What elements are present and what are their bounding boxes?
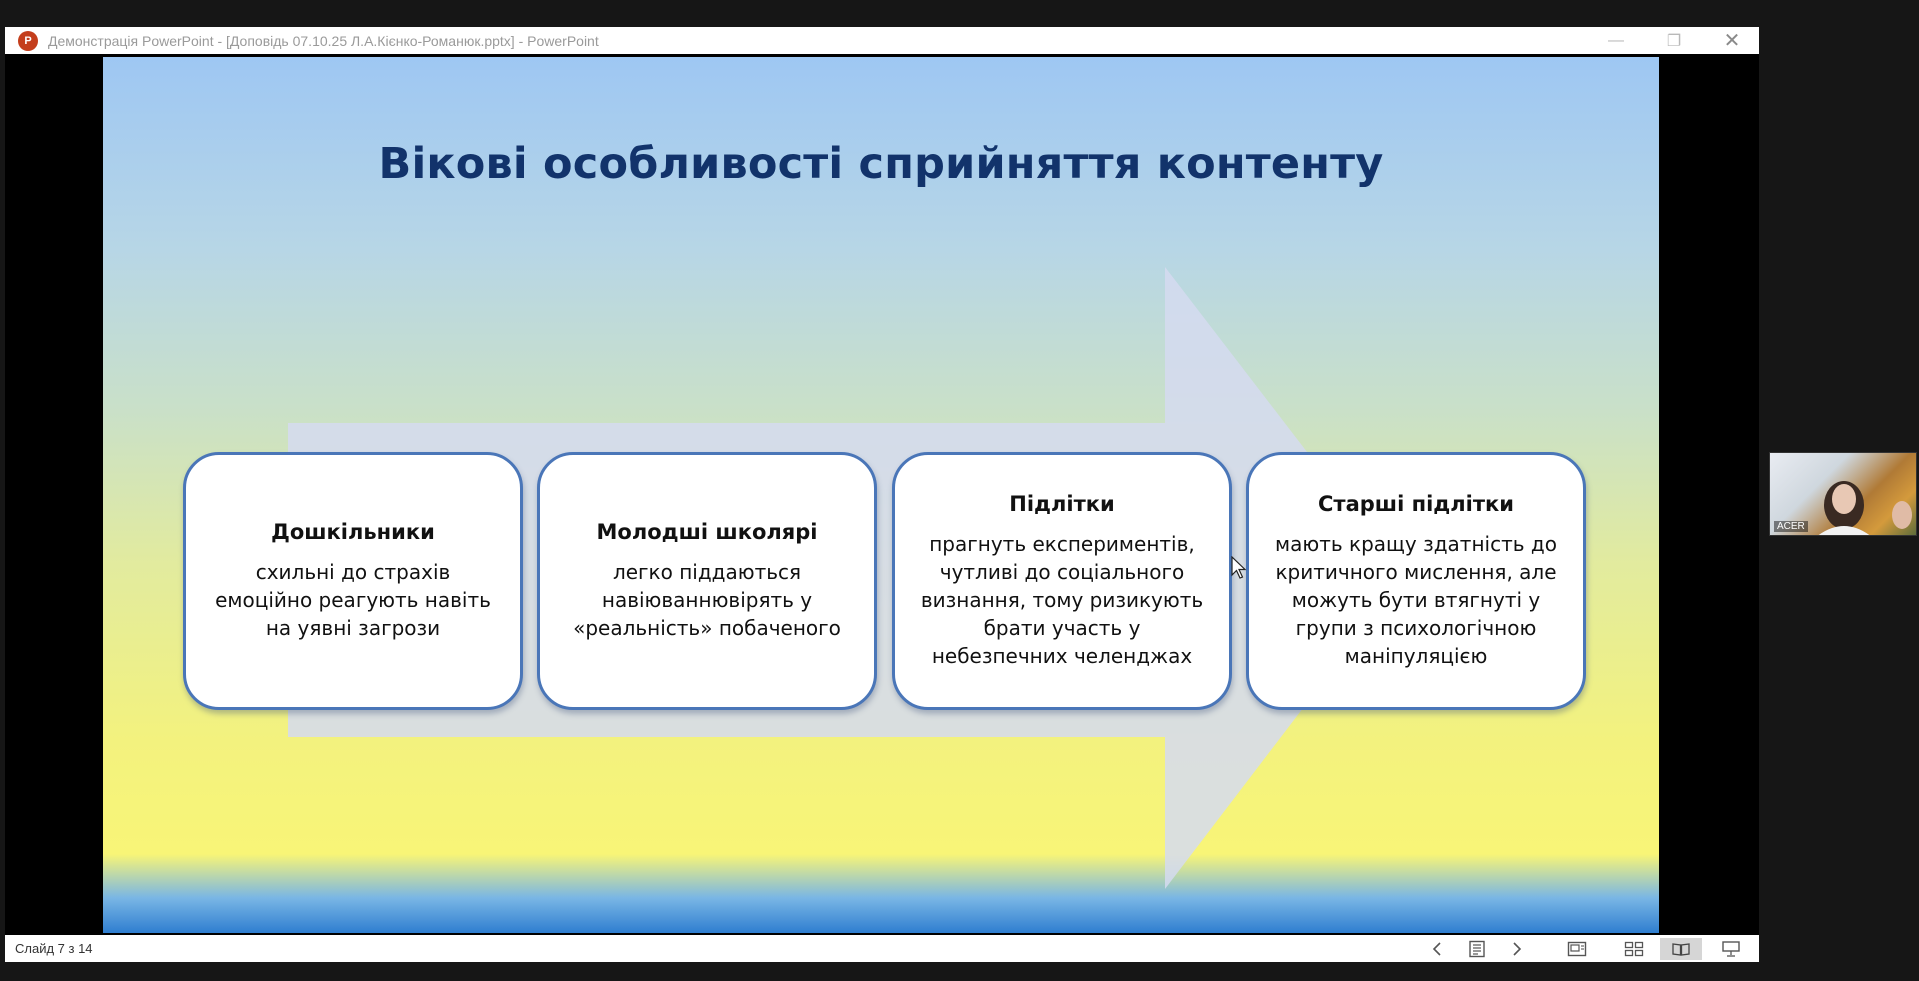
- card-line: можуть бути втягнуті у: [1291, 588, 1541, 612]
- card-text: мають кращу здатність до критичного мисл…: [1275, 530, 1557, 670]
- card-line: мають кращу здатність до: [1275, 532, 1557, 556]
- card-line: критичного мислення, але: [1275, 560, 1557, 584]
- card-line: схильні до страхів: [255, 560, 451, 584]
- webcam-person-image: [1818, 481, 1912, 535]
- mouse-cursor-icon: [1231, 556, 1247, 579]
- card-title: Старші підлітки: [1318, 492, 1514, 516]
- restore-button[interactable]: ❐: [1666, 32, 1682, 50]
- window-title: Демонстрація PowerPoint - [Доповідь 07.1…: [48, 32, 599, 49]
- webcam-thumbnail[interactable]: ACER: [1769, 452, 1917, 536]
- title-bar[interactable]: P Демонстрація PowerPoint - [Доповідь 07…: [5, 27, 1759, 54]
- card-line: брати участь у: [983, 616, 1141, 640]
- card-line: групи з психологічною: [1295, 616, 1537, 640]
- card-text: легко піддаються навіюваннювірять у «реа…: [573, 558, 841, 642]
- card-line: маніпуляцією: [1344, 644, 1488, 668]
- card-line: «реальність» побаченого: [573, 616, 841, 640]
- reading-view-icon[interactable]: [1660, 938, 1702, 960]
- card-older-teenagers[interactable]: Старші підлітки мають кращу здатність до…: [1246, 452, 1586, 710]
- card-title: Молодші школярі: [596, 520, 818, 544]
- card-line: небезпечних челенджах: [931, 644, 1193, 668]
- slide[interactable]: Вікові особливості сприйняття контенту Д…: [103, 57, 1659, 933]
- slide-title: Вікові особливості сприйняття контенту: [378, 139, 1384, 189]
- minimize-button[interactable]: —: [1608, 31, 1624, 49]
- normal-view-icon[interactable]: [1562, 938, 1592, 960]
- slideshow-icon[interactable]: [1716, 938, 1746, 960]
- card-line: прагнуть експериментів,: [929, 532, 1195, 556]
- card-line: емоційно реагують навіть: [215, 588, 491, 612]
- slide-counter: Слайд 7 з 14: [15, 941, 93, 956]
- card-line: на уявні загрози: [265, 616, 441, 640]
- card-text: прагнуть експериментів, чутливі до соціа…: [921, 530, 1203, 670]
- card-line: навіюваннювірять у: [601, 588, 813, 612]
- card-teenagers[interactable]: Підлітки прагнуть експериментів, чутливі…: [892, 452, 1232, 710]
- chevron-right-icon[interactable]: [1502, 938, 1532, 960]
- card-text: схильні до страхів емоційно реагують нав…: [215, 558, 491, 642]
- powerpoint-window: P Демонстрація PowerPoint - [Доповідь 07…: [5, 27, 1759, 962]
- card-title: Дошкільники: [271, 520, 435, 544]
- status-bar: Слайд 7 з 14: [5, 935, 1759, 962]
- card-line: чутливі до соціального: [939, 560, 1185, 584]
- card-preschoolers[interactable]: Дошкільники схильні до страхів емоційно …: [183, 452, 523, 710]
- card-line: легко піддаються: [612, 560, 802, 584]
- slide-sorter-icon[interactable]: [1619, 938, 1649, 960]
- card-junior-schoolchildren[interactable]: Молодші школярі легко піддаються навіюва…: [537, 452, 877, 710]
- powerpoint-app-icon[interactable]: P: [18, 30, 38, 51]
- slides-panel-icon[interactable]: [1462, 938, 1492, 960]
- card-title: Підлітки: [1009, 492, 1115, 516]
- chevron-left-icon[interactable]: [1422, 938, 1452, 960]
- card-line: визнання, тому ризикують: [920, 588, 1204, 612]
- webcam-label: ACER: [1774, 521, 1808, 532]
- close-button[interactable]: ✕: [1723, 30, 1741, 52]
